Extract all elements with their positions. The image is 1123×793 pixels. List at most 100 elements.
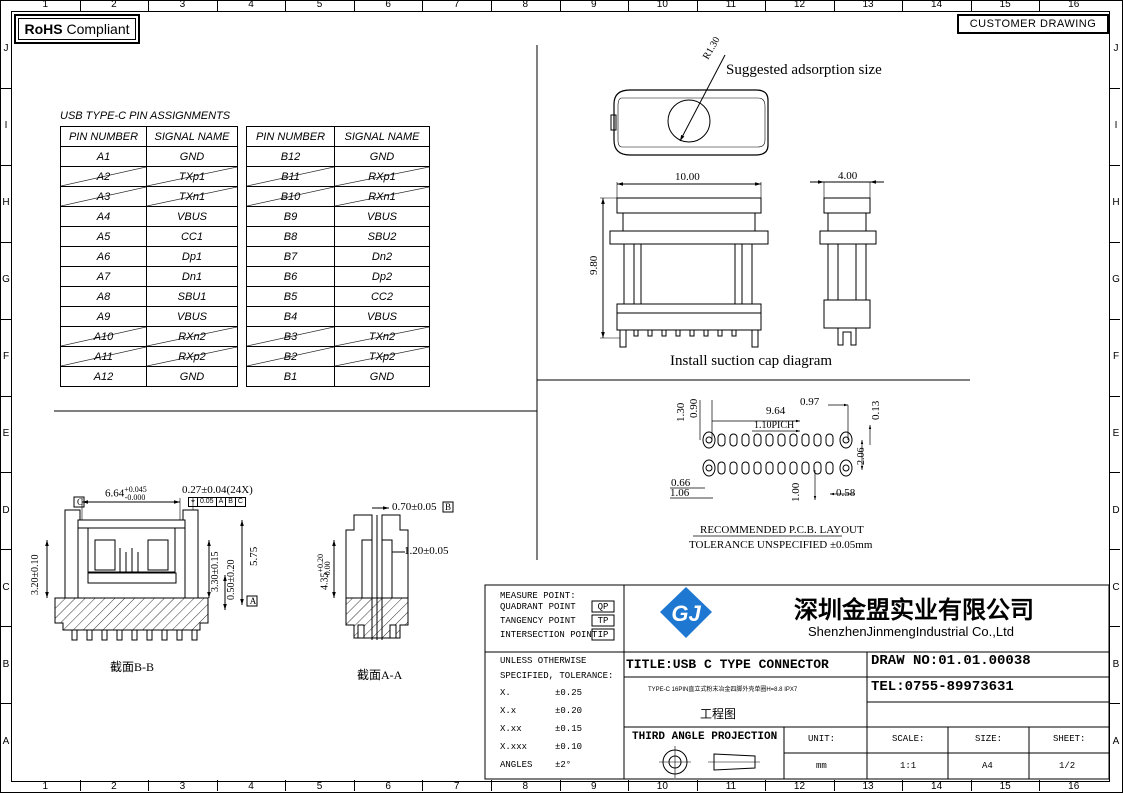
pcb-pad	[789, 433, 798, 447]
zone-tick	[833, 0, 835, 11]
pcb-pad	[729, 461, 738, 475]
zone-row-label: H	[1112, 197, 1120, 209]
front-pins	[633, 329, 737, 337]
pin-table-title: USB TYPE-C PIN ASSIGNMENTS	[60, 110, 231, 122]
unit-value: mm	[816, 761, 827, 771]
zone-tick	[79, 780, 81, 791]
tolerance-label: ANGLES	[500, 760, 533, 770]
pin-lead	[176, 630, 183, 641]
zone-tick	[0, 472, 11, 474]
pcb-pad	[825, 461, 834, 475]
pcb-dim-058: 0.58	[836, 487, 856, 499]
fcf-datum-a: A	[217, 498, 227, 506]
pcb-pad	[717, 433, 726, 447]
side-width-dim: 4.00	[838, 170, 858, 182]
zone-tick	[970, 0, 972, 11]
zone-tick	[1109, 87, 1120, 89]
zone-tick	[696, 780, 698, 791]
drawing-type: 工程图	[700, 707, 737, 721]
measure-point-label: TANGENCY POINT	[500, 616, 576, 626]
zone-column-label: 15	[999, 0, 1011, 10]
zone-row-label: C	[2, 581, 10, 593]
tolerance-value: ±2°	[555, 760, 572, 770]
pcb-pad	[765, 461, 774, 475]
zone-column-label: 7	[453, 0, 460, 10]
zone-row-label: B	[2, 658, 10, 670]
zone-tick	[902, 0, 904, 11]
pcb-dim-206: 2.06	[856, 447, 867, 466]
zone-tick	[559, 0, 561, 11]
zone-column-label: 15	[999, 781, 1011, 792]
pcb-dim-013: 0.13	[870, 400, 882, 420]
zone-column-label: 16	[1068, 0, 1080, 10]
zone-tick	[1109, 472, 1120, 474]
zone-tick	[285, 780, 287, 791]
pcb-dim-964: 9.64	[766, 405, 786, 417]
fcf-datum-b: B	[226, 498, 236, 506]
top-view-outline	[610, 54, 769, 156]
top-view-caption: Suggested adsorption size	[726, 62, 882, 78]
zone-tick	[0, 164, 11, 166]
zone-tick	[970, 780, 972, 791]
scale-value: 1:1	[900, 761, 917, 771]
pcb-mount-hole-inner	[705, 464, 713, 472]
zone-column-label: 4	[248, 781, 254, 792]
zone-row-label: I	[1114, 120, 1118, 132]
pin-number-cell: B2	[246, 346, 335, 367]
title-block-lines	[484, 584, 1110, 780]
zone-column-label: 3	[179, 781, 186, 792]
zone-tick	[1109, 241, 1120, 243]
zone-tick	[285, 0, 287, 11]
tolerance-value: ±0.10	[555, 742, 583, 752]
tolerance-value: ±0.20	[555, 706, 583, 716]
position-icon: ⌖	[189, 498, 198, 506]
dim-330: 3.30±0.15	[210, 551, 221, 593]
zone-tick	[216, 780, 218, 791]
zone-row-label: A	[2, 735, 10, 747]
zone-column-label: 14	[931, 781, 943, 792]
zone-tick	[148, 0, 150, 11]
signal-name-cell: GND	[146, 366, 238, 387]
zone-tick	[0, 626, 11, 628]
pcb-tolerance: TOLERANCE UNSPECIFIED ±0.05mm	[689, 539, 873, 551]
zone-tick	[1109, 395, 1120, 397]
svg-text:GJ: GJ	[671, 601, 701, 626]
zone-tick	[0, 241, 11, 243]
pcb-pad	[813, 461, 822, 475]
pin-number-cell: A5	[60, 226, 147, 247]
zone-tick	[0, 549, 11, 551]
zone-column-label: 13	[862, 781, 874, 792]
scale-label: SCALE:	[892, 734, 925, 744]
zone-column-label: 16	[1068, 781, 1080, 792]
measure-point-label: INTERSECTION POINT	[500, 630, 598, 640]
pin-lead	[101, 630, 108, 641]
pin-number-cell: A12	[60, 366, 147, 387]
front-height-dim: 9.80	[588, 255, 600, 275]
zone-row-label: E	[1112, 427, 1120, 439]
zone-column-label: 11	[725, 781, 737, 792]
pin-number-cell: B6	[246, 266, 335, 287]
pin-lead	[161, 630, 168, 641]
dim-435: 4.35+0.20-0.00	[316, 554, 332, 590]
zone-column-label: 12	[793, 0, 806, 10]
feature-control-frame: ⌖ 0.05 A B C	[188, 497, 246, 507]
signal-name-cell: TXn1	[146, 186, 238, 207]
signal-name-cell: Dp2	[334, 266, 430, 287]
header-pin-number: PIN NUMBER	[246, 126, 335, 147]
zone-tick	[696, 0, 698, 11]
size-value: A4	[982, 761, 993, 771]
pcb-pad	[729, 433, 738, 447]
pcb-dim-090: 0.90	[688, 398, 700, 418]
signal-name-cell: VBUS	[146, 306, 238, 327]
tolerance-title-2: SPECIFIED, TOLERANCE:	[500, 671, 614, 681]
